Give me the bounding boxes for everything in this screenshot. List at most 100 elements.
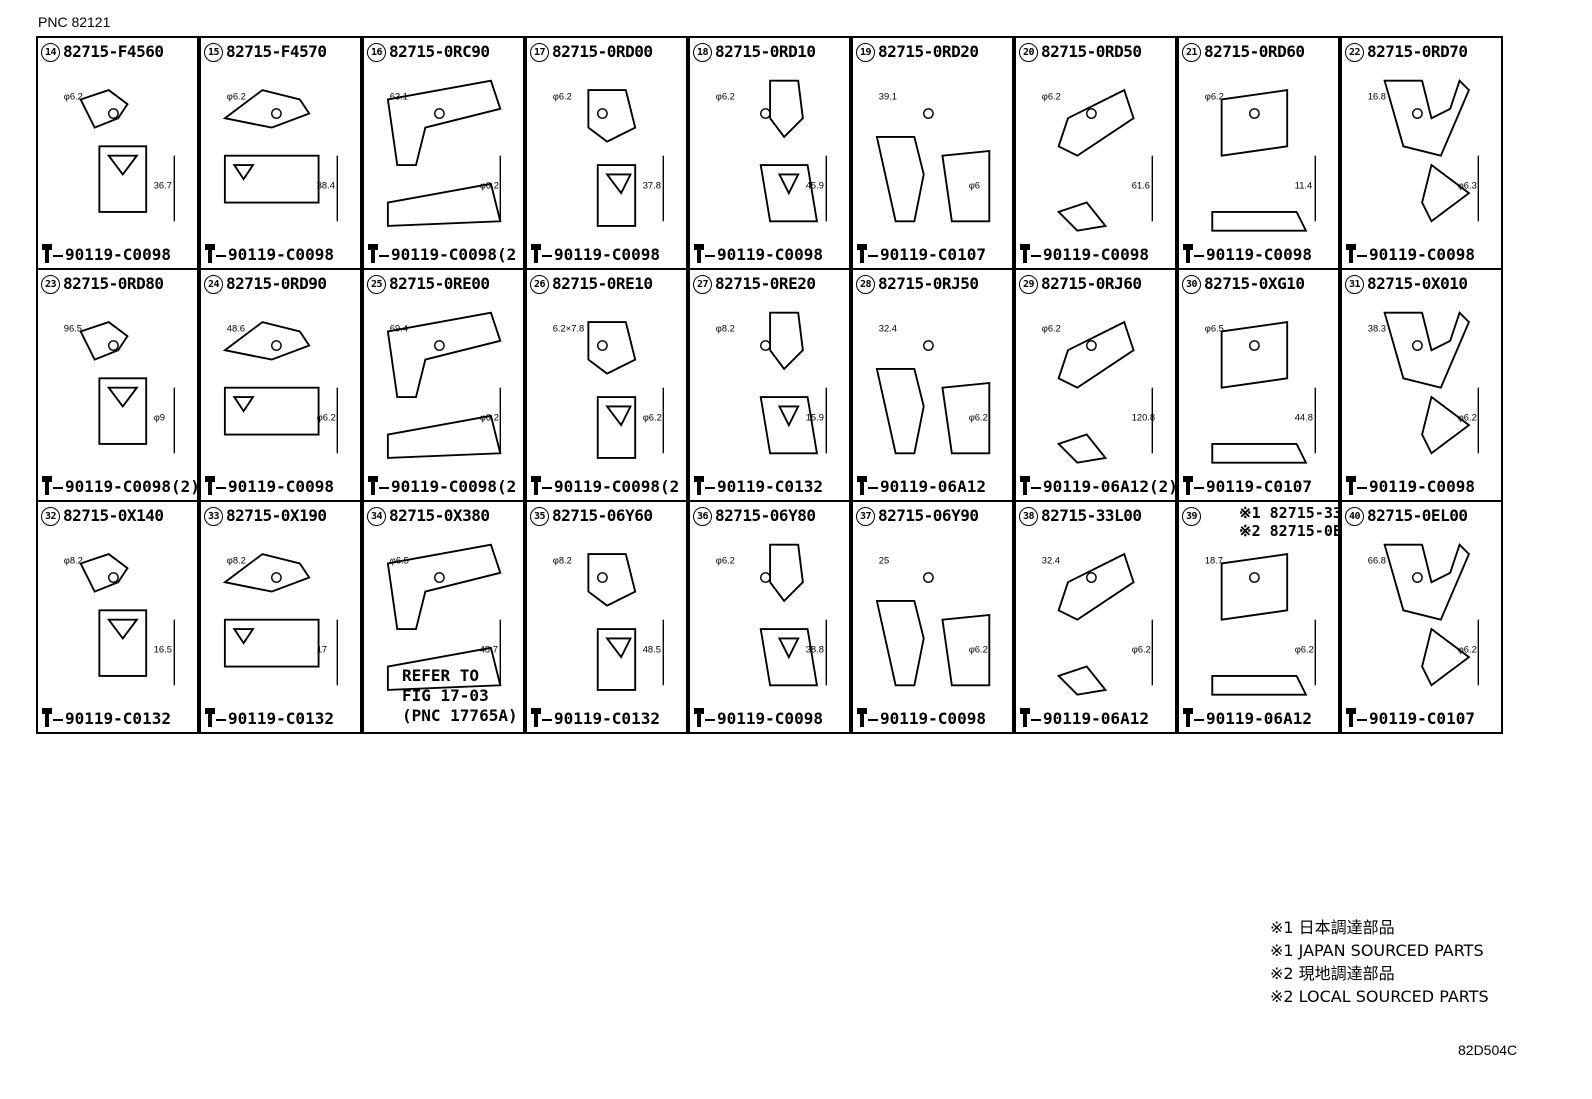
bracket-outline bbox=[222, 553, 320, 668]
dimension-label: φ6 bbox=[969, 180, 980, 190]
part-number: 82715-0RD60 bbox=[1204, 42, 1305, 61]
part-number: 82715-33L00 bbox=[1041, 506, 1142, 525]
bolt-callout: 90119-C0098 bbox=[204, 474, 334, 496]
dimension-label: 38.3 bbox=[1368, 323, 1386, 333]
dimension-label: 32.4 bbox=[1042, 555, 1060, 565]
dimension-label: 63.1 bbox=[390, 91, 408, 101]
bracket-outline bbox=[1211, 321, 1308, 464]
bolt-part-number: 90119-C0098 bbox=[880, 709, 986, 728]
bolt-part-number: 90119-C0098(2 bbox=[554, 477, 680, 496]
leader-line bbox=[216, 719, 226, 721]
bracket-outline bbox=[1383, 311, 1471, 455]
dimension-label: φ6.2 bbox=[480, 412, 499, 422]
bolt-hole bbox=[434, 108, 445, 119]
dimension-label: φ6.2 bbox=[716, 91, 735, 101]
bolt-part-number: 90119-C0107 bbox=[880, 245, 986, 264]
part-number: 82715-0RE00 bbox=[389, 274, 490, 293]
bolt-hole bbox=[597, 572, 608, 583]
callout-number: 32 bbox=[41, 507, 60, 526]
bracket-drawing: 39.1 φ6 bbox=[875, 91, 991, 223]
bracket-outline bbox=[875, 136, 991, 223]
part-number: 82715-0X010 bbox=[1367, 274, 1468, 293]
bolt-callout: 90119-C0098(2 bbox=[367, 242, 516, 264]
bracket-outline bbox=[587, 553, 637, 691]
dimension-label: 66.8 bbox=[1368, 555, 1386, 565]
callout-number: 23 bbox=[41, 275, 60, 294]
dimension-label: 17 bbox=[317, 644, 327, 654]
bolt-part-number: 90119-C0132 bbox=[554, 709, 660, 728]
part-number: 82715-F4570 bbox=[226, 42, 327, 61]
leader-line bbox=[705, 255, 715, 257]
bracket-drawing: 96.5φ9 bbox=[64, 321, 176, 454]
bolt-callout: 90119-C0098 bbox=[41, 242, 171, 264]
bolt-icon bbox=[1346, 476, 1356, 495]
bracket-outline bbox=[386, 79, 502, 227]
leader-line bbox=[868, 719, 878, 721]
callout-number: 18 bbox=[693, 43, 712, 62]
dimension-label: 48.5 bbox=[643, 644, 661, 654]
bolt-part-number: 90119-C0098 bbox=[1043, 245, 1149, 264]
callout-number: 37 bbox=[856, 507, 875, 526]
bolt-icon bbox=[531, 476, 541, 495]
bolt-callout: 90119-C0098(2 bbox=[530, 474, 679, 496]
bolt-part-number: 90119-C0098 bbox=[554, 245, 660, 264]
leader-line bbox=[216, 255, 226, 257]
bolt-icon bbox=[205, 708, 215, 727]
bolt-hole bbox=[1086, 572, 1097, 583]
bolt-icon bbox=[1183, 476, 1193, 495]
bracket-outline bbox=[759, 543, 819, 687]
bolt-icon bbox=[205, 244, 215, 263]
part-number: 82715-0RJ60 bbox=[1041, 274, 1142, 293]
bolt-icon bbox=[1346, 708, 1356, 727]
bolt-callout: 90119-C0098(2 bbox=[367, 474, 516, 496]
bracket-outline bbox=[386, 311, 502, 459]
bracket-outline bbox=[759, 79, 819, 223]
refer-line: REFER TO bbox=[402, 666, 480, 685]
bolt-callout: 90119-C0098 bbox=[1019, 242, 1149, 264]
bolt-part-number: 90119-06A12(2) bbox=[1043, 477, 1177, 496]
dimension-label: φ8.2 bbox=[227, 555, 246, 565]
callout-number: 36 bbox=[693, 507, 712, 526]
bolt-icon bbox=[1183, 708, 1193, 727]
dimension-label: φ6.2 bbox=[969, 644, 988, 654]
bolt-hole bbox=[1249, 572, 1260, 583]
bracket-outline bbox=[222, 321, 320, 436]
callout-number: 38 bbox=[1019, 507, 1038, 526]
bolt-part-number: 90119-06A12 bbox=[1043, 709, 1149, 728]
dimension-label: φ6.2 bbox=[643, 412, 662, 422]
callout-number: 16 bbox=[367, 43, 386, 62]
bracket-drawing: φ6.238.4 bbox=[222, 89, 339, 222]
dimension-label: φ6.2 bbox=[1458, 412, 1477, 422]
bolt-icon bbox=[368, 476, 378, 495]
bolt-icon bbox=[1020, 476, 1030, 495]
part-number: 82715-0RE20 bbox=[715, 274, 816, 293]
bracket-outline bbox=[79, 89, 148, 213]
bolt-callout: 90119-C0132 bbox=[204, 706, 334, 728]
bracket-drawing: 66.8φ6.2 bbox=[1368, 543, 1480, 687]
leader-line bbox=[542, 487, 552, 489]
callout-number: 25 bbox=[367, 275, 386, 294]
dimension-label: 39.1 bbox=[879, 91, 897, 101]
bolt-icon bbox=[368, 244, 378, 263]
dimension-label: 38.4 bbox=[317, 180, 335, 190]
leader-line bbox=[1031, 487, 1041, 489]
bracket-outline bbox=[1383, 543, 1471, 687]
bolt-callout: 90119-06A12 bbox=[1182, 706, 1312, 728]
bracket-outline bbox=[587, 89, 637, 227]
callout-number: 22 bbox=[1345, 43, 1364, 62]
